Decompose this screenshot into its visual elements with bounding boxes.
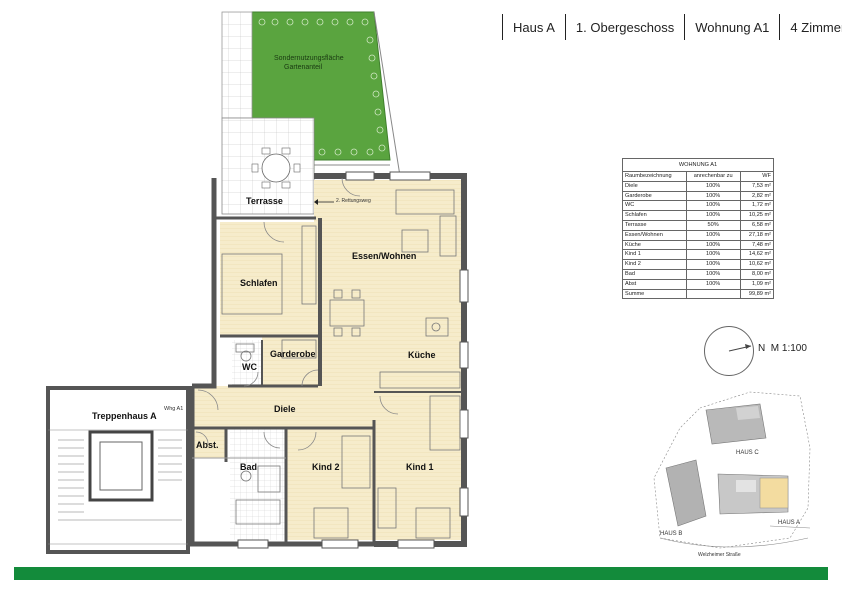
table-cell: WC: [622, 200, 687, 212]
floor-plan: Sondernutzungsfläche Gartenanteil Terras…: [46, 11, 469, 554]
floor-plan-drawing: [46, 11, 469, 554]
table-cell: 10,25 m²: [739, 210, 775, 221]
room-label-diele: Diele: [274, 404, 296, 414]
apartment-floor: [192, 180, 464, 540]
room-label-wc: WC: [242, 362, 257, 372]
table-cell: [685, 288, 741, 300]
table-cell: 100%: [685, 249, 741, 261]
room-label-kind1: Kind 1: [406, 462, 434, 472]
table-cell: 100%: [685, 200, 741, 212]
table-cell: Abst: [622, 278, 687, 290]
table-cell: 1,72 m²: [739, 200, 775, 212]
table-header-cell: anrechenbar zu: [685, 171, 741, 182]
room-label-garderobe: Garderobe: [270, 349, 316, 359]
doors: [195, 177, 399, 451]
table-cell: 14,62 m²: [739, 249, 775, 261]
table-cell: 100%: [685, 210, 741, 221]
garden-label-line2: Gartenanteil: [284, 64, 323, 71]
room-label-kueche: Küche: [408, 350, 436, 360]
header-haus: Haus A: [503, 14, 566, 40]
table-cell: Küche: [622, 239, 687, 251]
footer-bar: [14, 567, 828, 580]
site-label-haus-a: HAUS A: [778, 520, 801, 526]
table-cell: 8,00 m²: [739, 268, 775, 280]
site-label-street: Welzheimer Straße: [698, 552, 741, 558]
area-table: WOHNUNG A1 Raumbezeichnung anrechenbar z…: [622, 158, 775, 300]
site-plan: HAUS C HAUS A HAUS B Welzheimer Straße: [640, 388, 830, 564]
room-label-essen-wohnen: Essen/Wohnen: [352, 251, 417, 261]
header-floor: 1. Obergeschoss: [566, 14, 686, 40]
table-cell: 2,82 m²: [739, 190, 775, 202]
header-apartment: Wohnung A1: [685, 14, 781, 40]
area-table-header: Raumbezeichnung anrechenbar zu WF: [622, 171, 775, 182]
table-cell: Diele: [622, 180, 687, 192]
site-label-haus-b: HAUS B: [660, 531, 683, 537]
table-cell: 1,09 m²: [739, 278, 775, 290]
table-cell: Kind 2: [622, 259, 687, 270]
table-cell: Garderobe: [622, 190, 687, 202]
table-cell: 27,18 m²: [739, 229, 775, 241]
table-cell: 7,48 m²: [739, 239, 775, 251]
table-cell: 50%: [685, 219, 741, 231]
table-sum-row: Summe 99,89 m²: [622, 288, 775, 300]
room-label-abst: Abst.: [196, 440, 219, 450]
scale-text: M 1:100: [770, 343, 807, 354]
table-cell: 100%: [685, 259, 741, 270]
table-cell: 100%: [685, 180, 741, 192]
table-cell: 10,62 m²: [739, 259, 775, 270]
terrace-area: [221, 117, 315, 215]
header-rooms: 4 Zimmer: [780, 14, 842, 40]
stairwell: [46, 386, 190, 554]
site-plan-drawing: [653, 391, 811, 549]
table-cell: 100%: [685, 239, 741, 251]
table-header-cell: Raumbezeichnung: [622, 171, 687, 182]
table-cell: Kind 1: [622, 249, 687, 261]
area-table-title: WOHNUNG A1: [622, 158, 774, 172]
table-cell: Terrasse: [622, 219, 687, 231]
apartment-entry-label: Whg A1: [164, 406, 184, 412]
header-bar: Haus A 1. Obergeschoss Wohnung A1 4 Zimm…: [502, 14, 842, 40]
room-label-terrasse: Terrasse: [246, 196, 283, 206]
room-label-kind2: Kind 2: [312, 462, 340, 472]
table-cell: 100%: [685, 278, 741, 290]
room-label-schlafen: Schlafen: [240, 278, 278, 288]
north-compass-icon: [704, 326, 754, 376]
room-label-bad: Bad: [240, 462, 258, 472]
escape-route-label: 2. Rettungsweg: [336, 198, 371, 204]
table-cell: 100%: [685, 190, 741, 202]
site-label-haus-c: HAUS C: [736, 450, 759, 456]
furniture: [221, 189, 461, 539]
table-cell: Summe: [622, 288, 687, 300]
table-header-cell: WF: [739, 171, 775, 182]
table-cell: Bad: [622, 268, 687, 280]
room-label-treppenhaus: Treppenhaus A: [92, 411, 157, 421]
table-cell: 100%: [685, 268, 741, 280]
escape-route-arrow: [314, 199, 334, 205]
table-cell: 99,89 m²: [739, 288, 775, 300]
table-cell: 100%: [685, 229, 741, 241]
table-cell: Schlafen: [622, 210, 687, 221]
north-letter: N: [758, 343, 766, 354]
table-cell: 6,58 m²: [739, 219, 775, 231]
scale-label: N M 1:100: [758, 343, 807, 354]
windows: [237, 171, 469, 549]
table-cell: Essen/Wohnen: [622, 229, 687, 241]
garden-label-line1: Sondernutzungsfläche: [274, 55, 344, 62]
table-cell: 7,53 m²: [739, 180, 775, 192]
